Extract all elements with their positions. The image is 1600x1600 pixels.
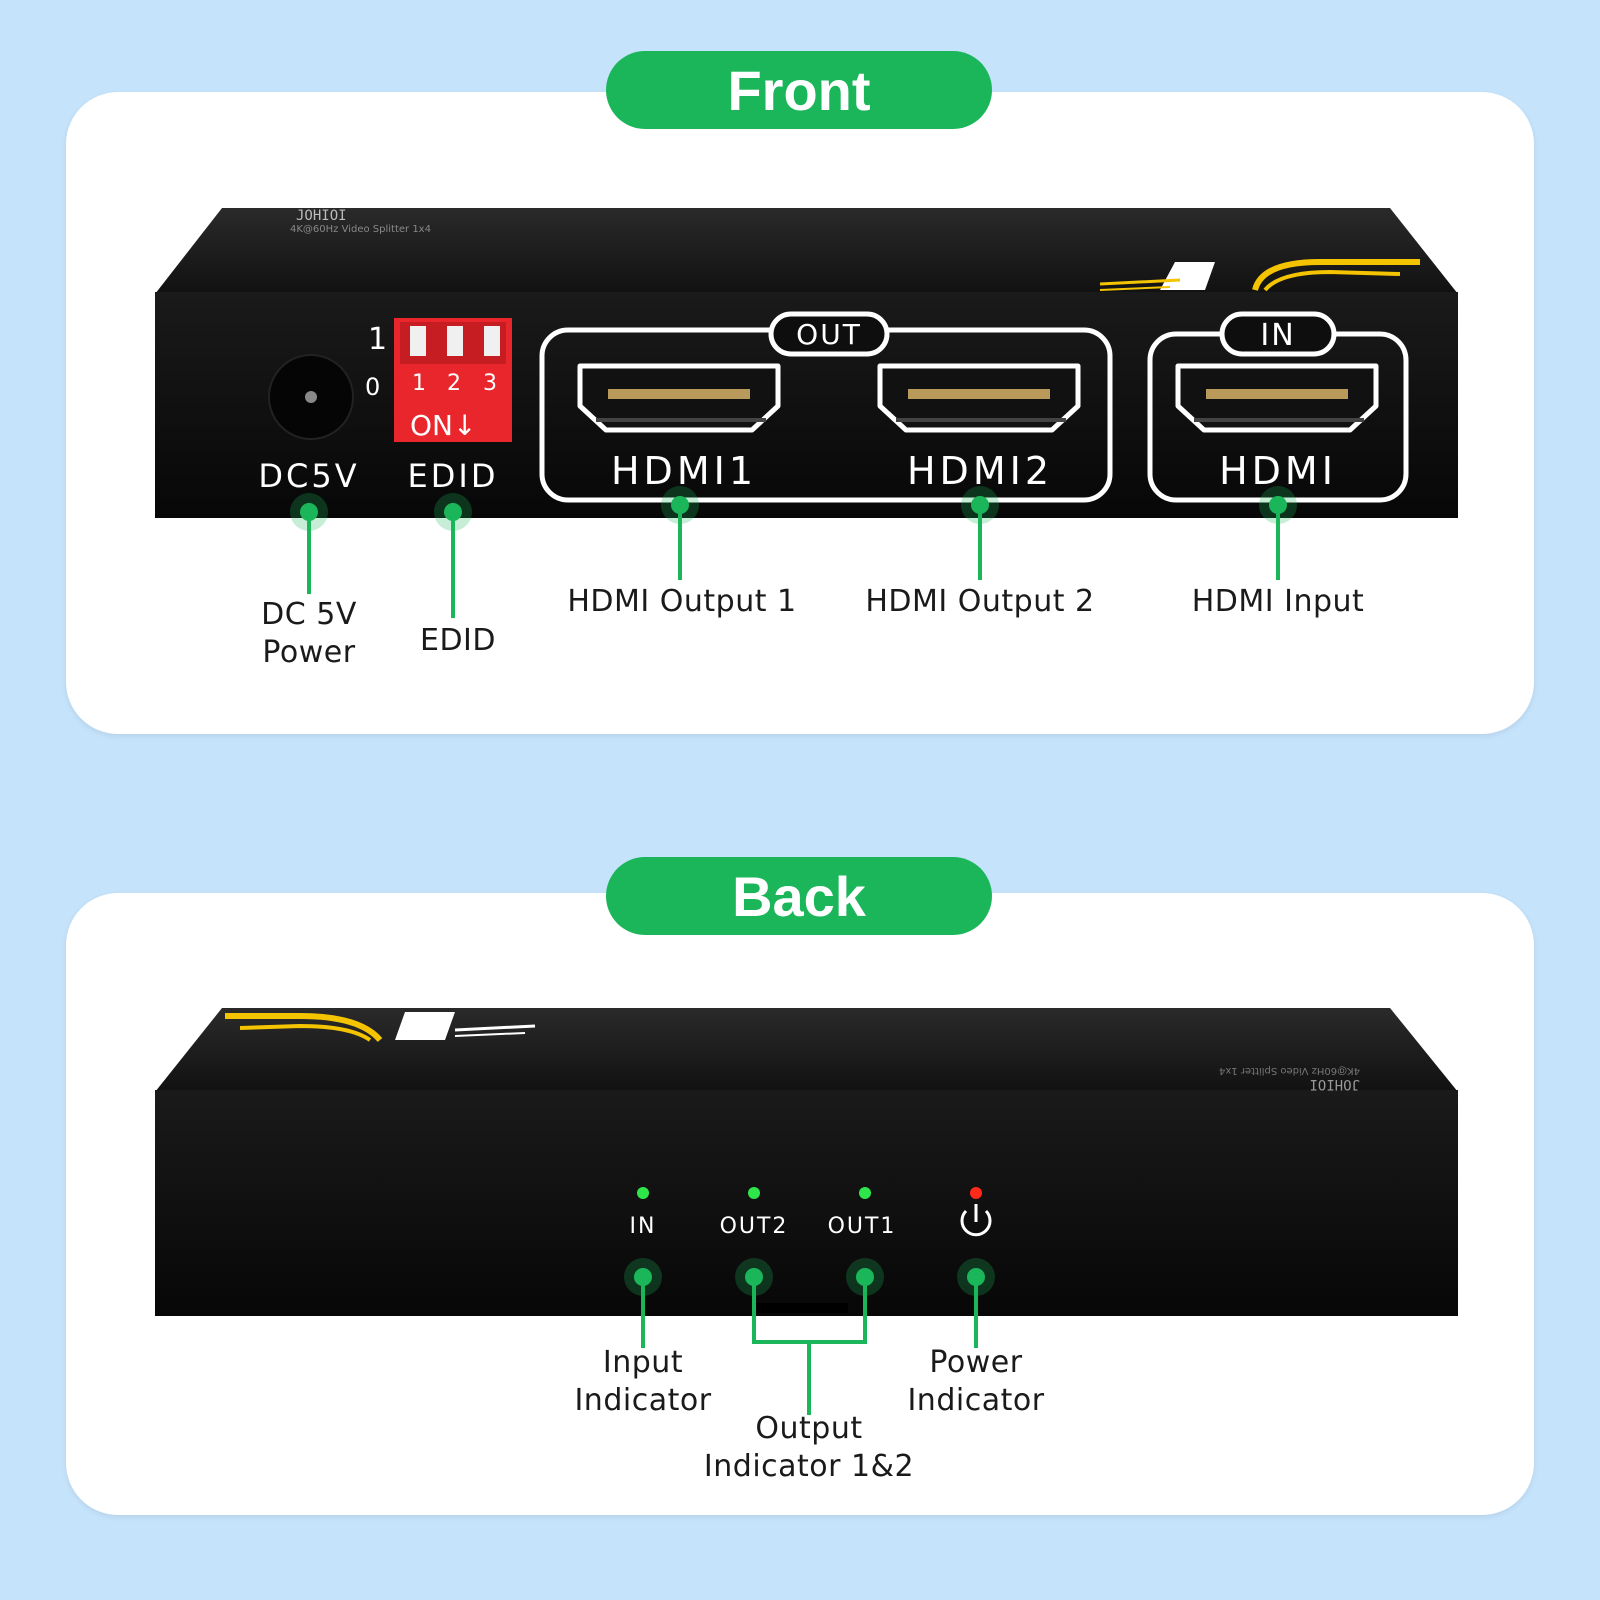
- dip-toggle-2: [447, 326, 463, 356]
- dip-toggle-3: [484, 326, 500, 356]
- front-callout-leaders: [307, 505, 1280, 618]
- dip-number-2: 2: [447, 371, 461, 396]
- out-group-label: OUT: [796, 318, 862, 351]
- in-group-label: IN: [1260, 318, 1295, 353]
- callout-output-indicator: Output Indicator 1&2: [703, 1411, 915, 1484]
- dip-toggle-1: [410, 326, 426, 356]
- callout-hdmi-output-1: HDMI Output 1: [567, 584, 797, 619]
- dip-number-1: 1: [412, 371, 426, 396]
- callout-dc-power: DC 5V Power: [261, 597, 357, 670]
- led-label-in: IN: [630, 1214, 657, 1239]
- label-edid: EDID: [408, 457, 499, 495]
- label-hdmi2: HDMI2: [907, 449, 1053, 493]
- power-icon: [960, 1204, 992, 1237]
- back-callout-leaders: [641, 1277, 978, 1415]
- dip-label-0: 0: [365, 373, 380, 401]
- front-device-top: [155, 208, 1458, 294]
- front-device: JOHIOI 4K@60Hz Video Splitter 1x4 1 0 1 …: [155, 208, 1458, 518]
- led-in: [637, 1187, 649, 1199]
- svg-text:JOHIOI: JOHIOI: [1309, 1076, 1360, 1092]
- led-label-out1: OUT1: [828, 1214, 897, 1239]
- back-brand-mirrored: JOHIOI 4K@60Hz Video Splitter 1x4: [1219, 1065, 1360, 1092]
- front-title: Front: [606, 51, 992, 129]
- brand-logo-icon: [1099, 259, 1420, 292]
- hdmi-port-icon: [577, 363, 781, 433]
- dip-label-1: 1: [368, 322, 387, 357]
- svg-text:4K@60Hz Video Splitter 1x4: 4K@60Hz Video Splitter 1x4: [1219, 1065, 1360, 1076]
- callout-power-indicator: Power Indicator: [907, 1345, 1045, 1418]
- callout-hdmi-input: HDMI Input: [1191, 584, 1365, 619]
- dip-on-label: ON↓: [410, 409, 476, 442]
- led-power: [970, 1187, 982, 1199]
- led-out2: [748, 1187, 760, 1199]
- led-out1: [859, 1187, 871, 1199]
- hdmi-port-icon: [877, 363, 1081, 433]
- hdmi-port-icon: [1175, 363, 1379, 433]
- front-callout-dots: [290, 486, 1297, 531]
- led-label-out2: OUT2: [720, 1214, 789, 1239]
- front-brand-text: JOHIOI: [296, 208, 347, 224]
- label-hdmi-in: HDMI: [1219, 449, 1337, 493]
- back-title: Back: [606, 857, 992, 935]
- back-callout-dots: [624, 1258, 995, 1296]
- callout-hdmi-output-2: HDMI Output 2: [865, 584, 1095, 619]
- back-device: JOHIOI 4K@60Hz Video Splitter 1x4 IN OUT…: [155, 1008, 1458, 1316]
- back-device-face: [155, 1090, 1458, 1316]
- brand-logo-icon: [225, 1012, 536, 1043]
- callout-input-indicator: Input Indicator: [574, 1345, 712, 1418]
- callout-edid: EDID: [419, 623, 497, 658]
- dip-number-3: 3: [483, 371, 497, 396]
- label-hdmi1: HDMI1: [611, 449, 757, 493]
- front-model-text: 4K@60Hz Video Splitter 1x4: [290, 224, 431, 235]
- label-dc5v: DC5V: [258, 457, 359, 495]
